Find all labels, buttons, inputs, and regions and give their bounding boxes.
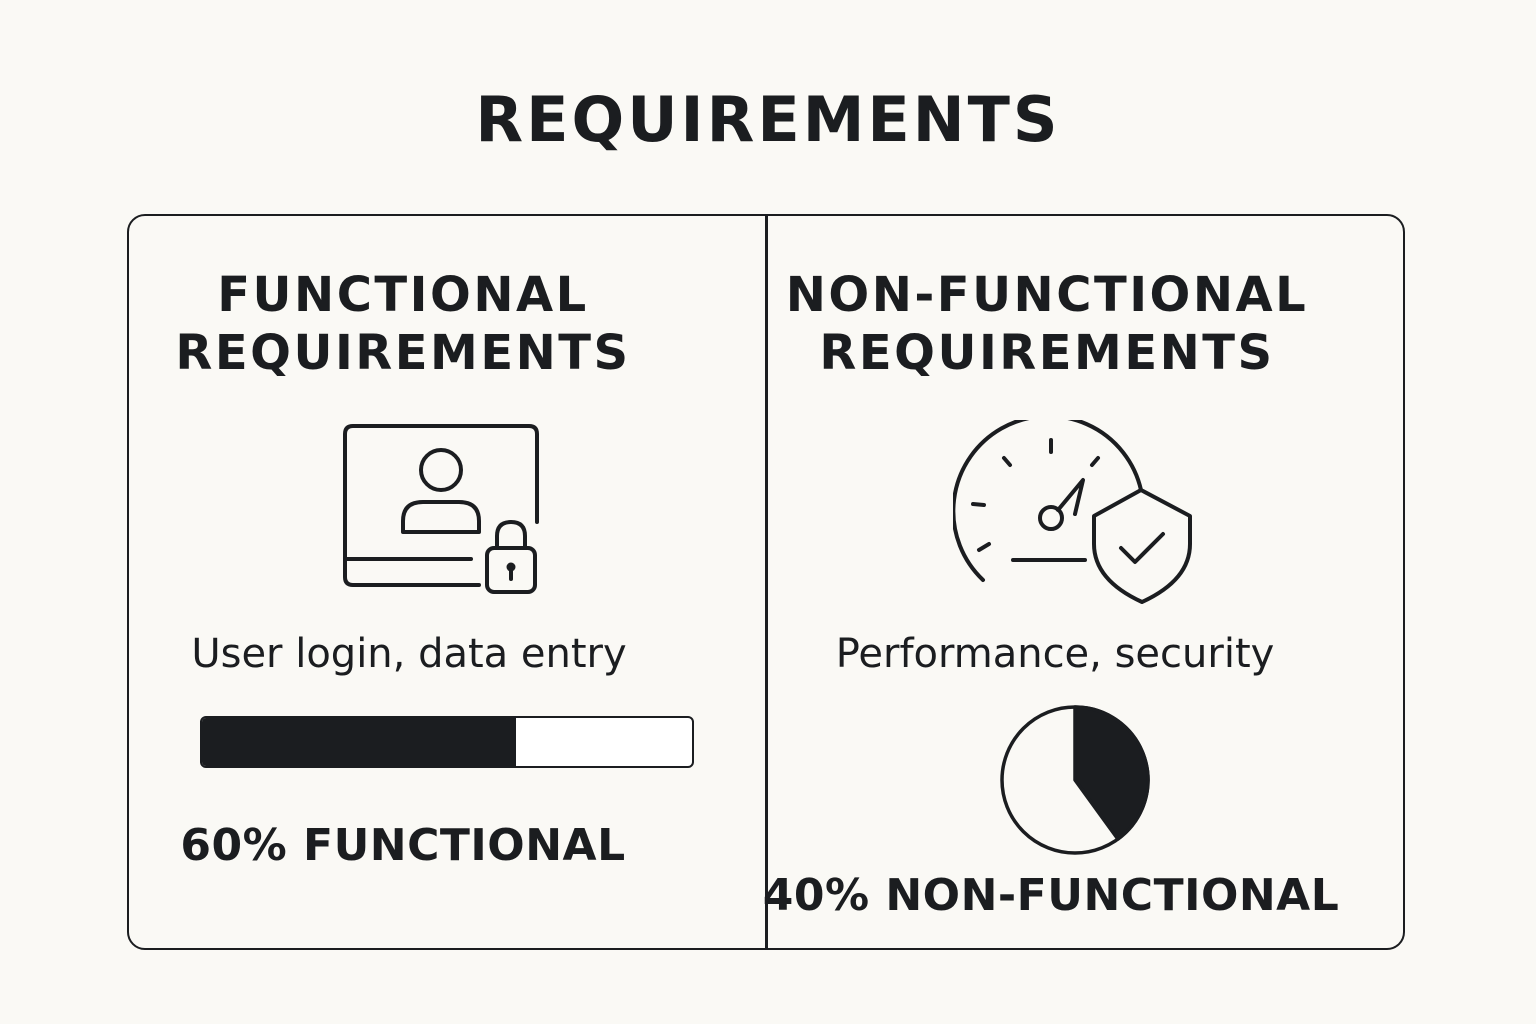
functional-stat: 60% FUNCTIONAL <box>180 820 626 871</box>
non-functional-pie-chart <box>1000 705 1150 855</box>
non-functional-heading-line2: REQUIREMENTS <box>819 325 1275 381</box>
functional-progress-bar <box>200 716 694 768</box>
functional-progress-fill <box>202 718 516 766</box>
pie-slice-non-functional <box>1073 705 1150 841</box>
user-profile-lock-icon <box>341 422 541 598</box>
functional-heading: FUNCTIONAL REQUIREMENTS <box>85 266 721 382</box>
functional-column: FUNCTIONAL REQUIREMENTS User login, data… <box>129 214 765 950</box>
non-functional-heading-line1: NON-FUNCTIONAL <box>785 267 1309 323</box>
functional-description: User login, data entry <box>191 631 627 677</box>
page-title: REQUIREMENTS <box>475 83 1061 156</box>
non-functional-column: NON-FUNCTIONAL REQUIREMENTS Performance,… <box>763 214 1403 950</box>
non-functional-stat: 40% NON-FUNCTIONAL <box>762 870 1340 921</box>
non-functional-heading: NON-FUNCTIONAL REQUIREMENTS <box>729 266 1365 382</box>
speedometer-shield-icon <box>953 420 1193 606</box>
column-divider <box>765 214 768 950</box>
functional-heading-line1: FUNCTIONAL <box>217 267 589 323</box>
non-functional-description: Performance, security <box>835 631 1275 677</box>
functional-heading-line2: REQUIREMENTS <box>175 325 631 381</box>
